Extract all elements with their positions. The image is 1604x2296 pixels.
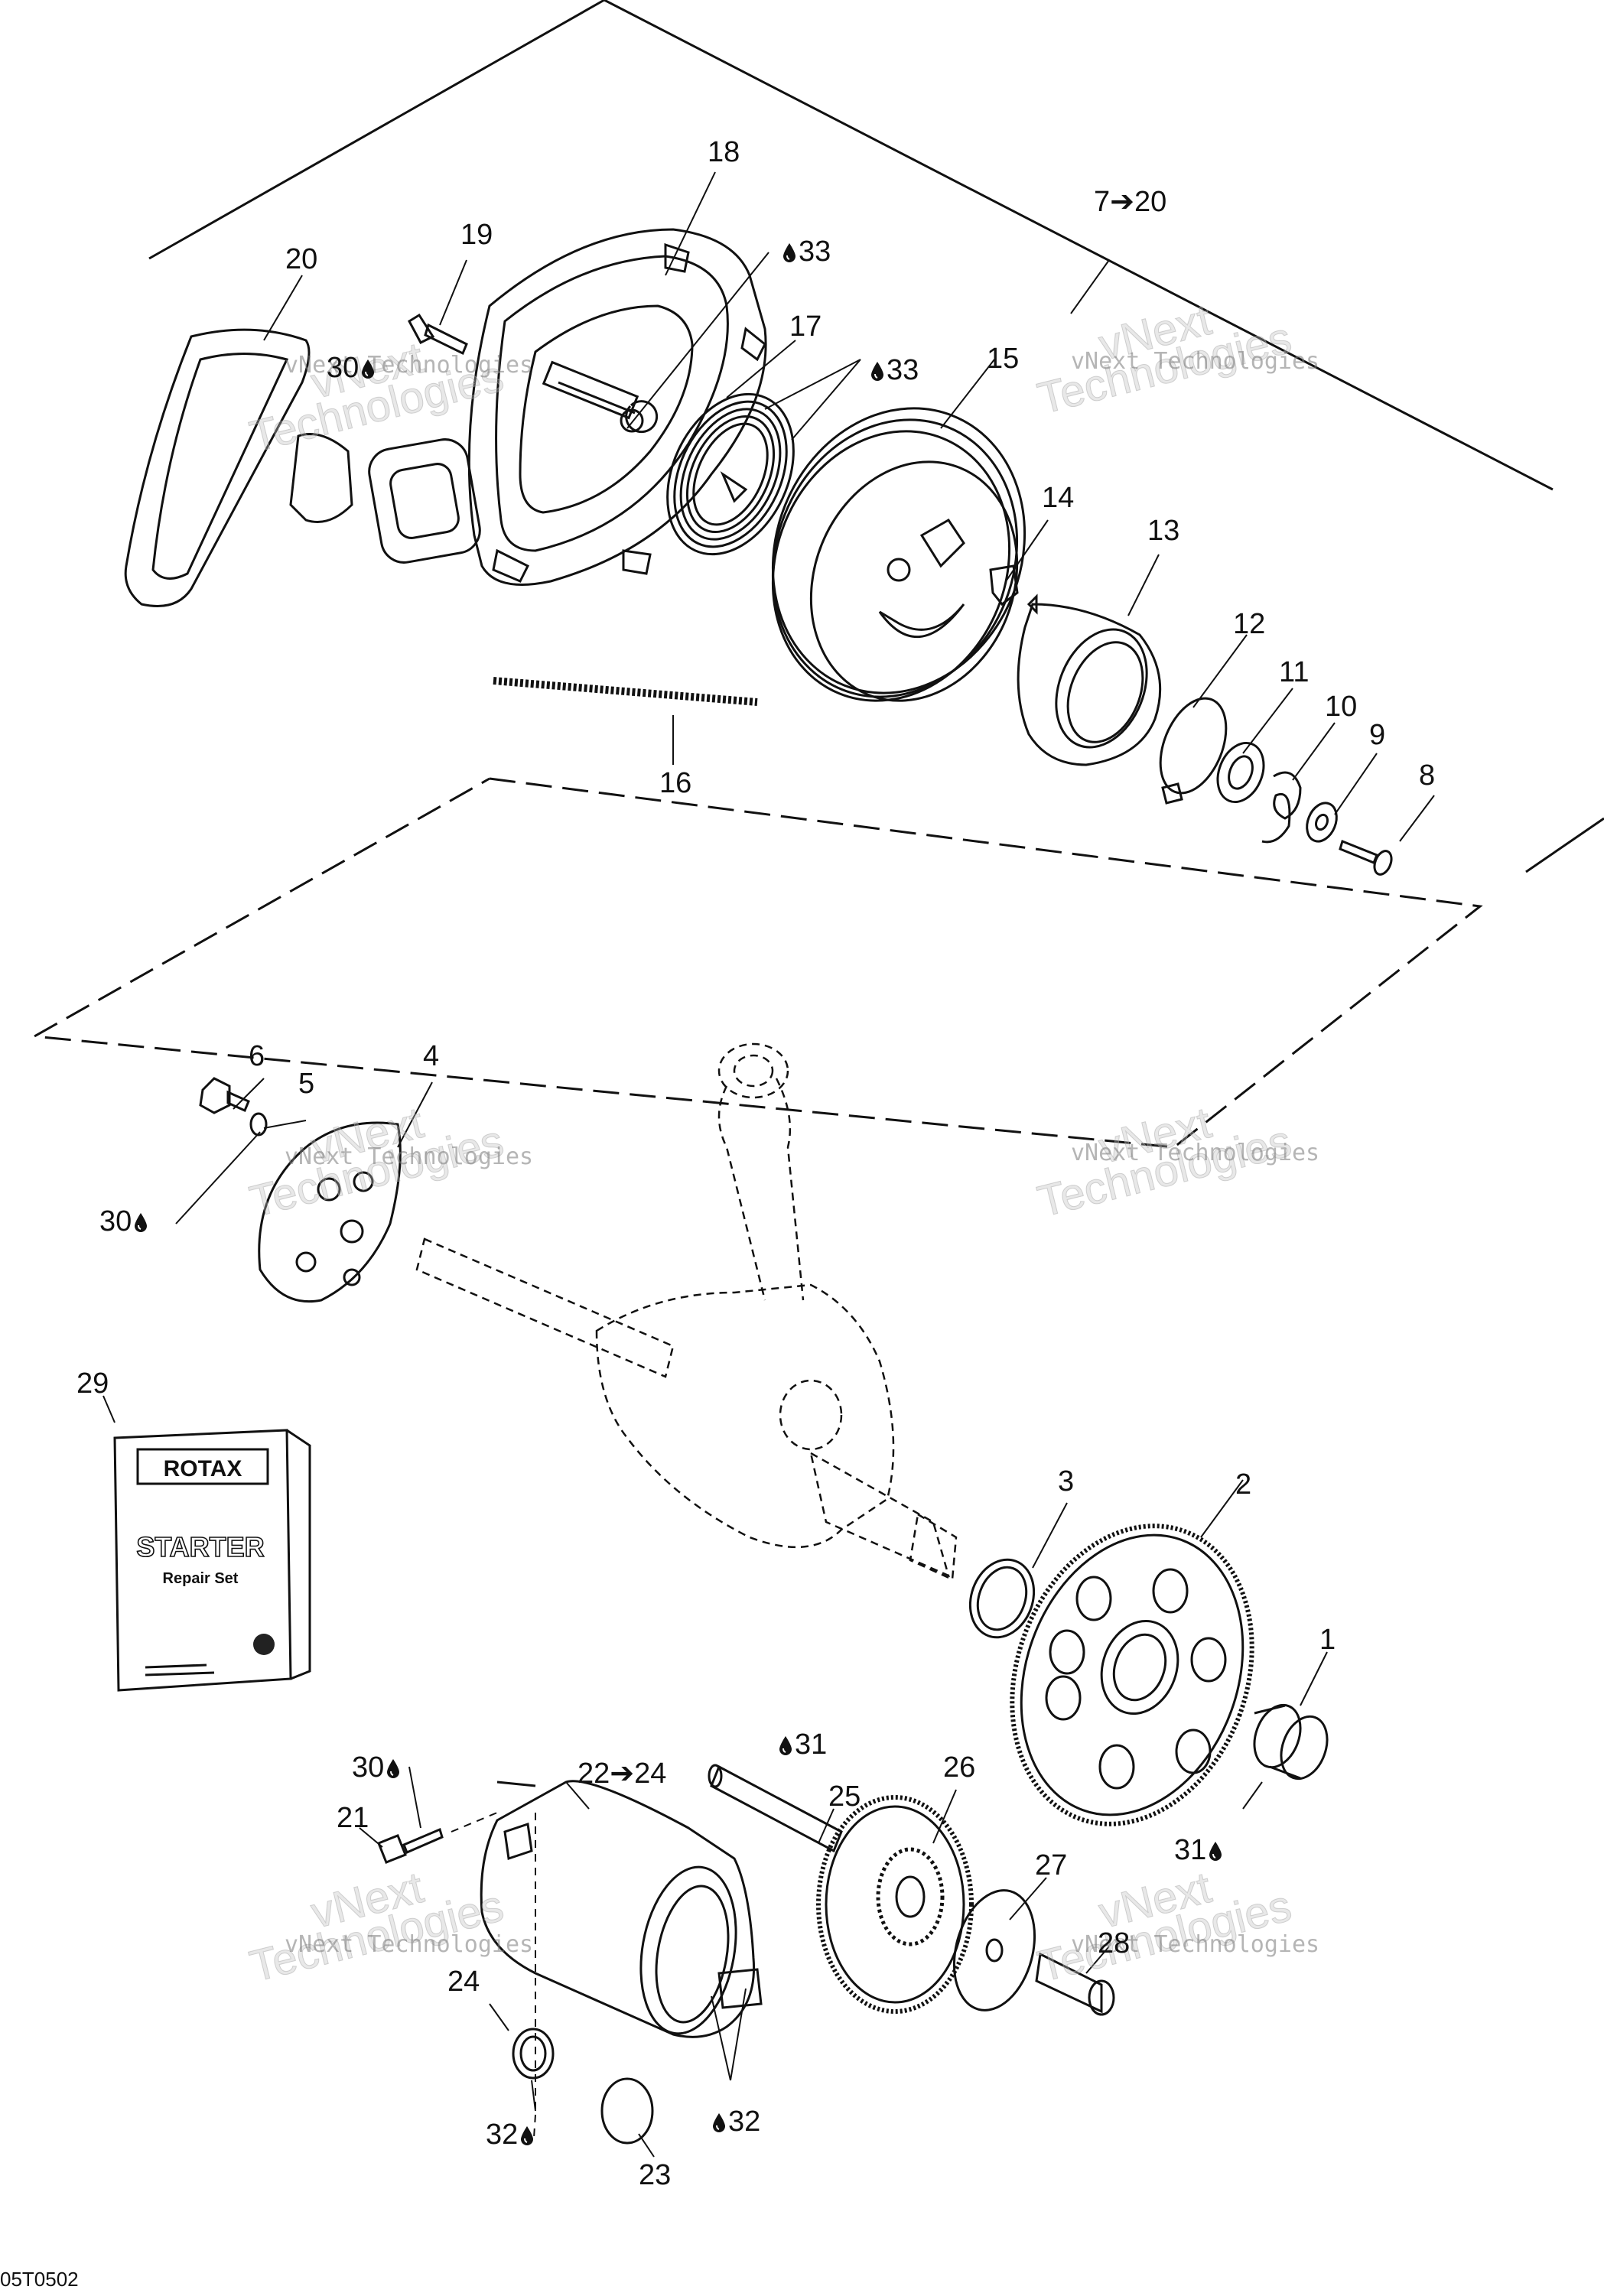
callout-4: 4: [423, 1040, 440, 1072]
part-21-screw: [377, 1827, 444, 1864]
callout-18: 18: [708, 136, 740, 168]
part-28-bushing: [1035, 1952, 1115, 2016]
lubricant-drop-icon: [1209, 1842, 1222, 1861]
part-1-bearing: [1253, 1703, 1329, 1781]
callout-33-b: 33: [868, 356, 919, 385]
watermark-small-5: vNext Technologies: [285, 1931, 534, 1958]
watermark-small-4: vNext Technologies: [1071, 1140, 1320, 1166]
callout-30-a: 30: [327, 353, 377, 382]
part-13-pawl-lock: [1017, 594, 1162, 766]
callout-22-24: 22➔24: [578, 1758, 667, 1790]
callout-33-a: 33: [780, 237, 831, 266]
part-6-bolt: [199, 1077, 250, 1114]
callout-26: 26: [943, 1751, 976, 1784]
part-12-plate: [1159, 697, 1228, 805]
book-brand: ROTAX: [164, 1456, 242, 1481]
book-logo-icon: [253, 1634, 275, 1655]
watermark-small-2: vNext Technologies: [1071, 348, 1320, 375]
part-4-plate: [258, 1121, 402, 1303]
watermark-small-1: vNext Technologies: [285, 352, 534, 379]
callout-13: 13: [1147, 515, 1180, 547]
part-16-rope: [493, 677, 758, 706]
lubricant-drop-icon: [871, 362, 883, 381]
callout-21: 21: [337, 1802, 369, 1834]
group-frame-upper: [148, 0, 1604, 873]
book-subtitle: Repair Set: [163, 1570, 239, 1587]
part-9-washer: [1306, 802, 1338, 843]
part-2-gear: [1010, 1524, 1254, 1826]
callout-30-c: 30: [352, 1753, 402, 1782]
group-frame-lower: [31, 777, 1483, 1149]
callout-25: 25: [828, 1781, 861, 1813]
callout-15: 15: [987, 343, 1020, 375]
callout-19: 19: [460, 219, 493, 251]
part-23-oring: [600, 2077, 654, 2145]
part-25-shaft: [708, 1764, 843, 1853]
lubricant-drop-icon: [783, 243, 795, 262]
callout-8: 8: [1419, 759, 1436, 792]
callout-6: 6: [249, 1040, 265, 1072]
callout-16: 16: [659, 767, 692, 799]
lubricant-drop-icon: [362, 359, 375, 379]
part-8-screw: [1339, 839, 1393, 876]
lubricant-drop-icon: [387, 1759, 400, 1778]
lubricant-drop-icon: [713, 2113, 725, 2132]
callout-10: 10: [1325, 691, 1358, 723]
callout-32-a: 32: [486, 2120, 536, 2149]
leader-lines: [102, 171, 1435, 2158]
callout-31-b: 31: [1174, 1836, 1225, 1865]
callout-12: 12: [1233, 608, 1266, 640]
part-29-repair-book: ROTAX STARTER Repair Set: [113, 1429, 311, 1692]
callout-29: 29: [76, 1368, 109, 1400]
book-title: STARTER: [136, 1531, 264, 1563]
callout-3: 3: [1058, 1465, 1075, 1498]
part-19-screw: [408, 313, 468, 356]
crankshaft-reference: [415, 1042, 958, 1581]
callout-5: 5: [298, 1068, 315, 1100]
callout-20: 20: [285, 243, 318, 275]
callout-1: 1: [1319, 1624, 1336, 1656]
lubricant-drop-icon: [135, 1213, 148, 1232]
callout-14: 14: [1042, 482, 1075, 514]
callout-7-20: 7➔20: [1094, 186, 1167, 218]
callout-32-b: 32: [710, 2107, 760, 2136]
callout-30-b: 30: [99, 1207, 150, 1236]
part-24-oring: [512, 2028, 555, 2080]
diagram-reference-code: 05T0502: [0, 2268, 79, 2291]
callout-2: 2: [1235, 1468, 1252, 1501]
watermark-small-3: vNext Technologies: [285, 1143, 534, 1170]
part-26-gear: [816, 1795, 974, 2014]
callout-31-a: 31: [776, 1730, 827, 1759]
part-11-washer: [1216, 741, 1265, 804]
callout-11: 11: [1279, 656, 1310, 688]
part-27-washer: [952, 1889, 1036, 2011]
part-5-washer: [249, 1112, 268, 1137]
part-3-oring: [968, 1558, 1036, 1639]
callout-24: 24: [447, 1966, 480, 1998]
part-20-insert: [368, 438, 481, 564]
part-20-handle: [124, 328, 353, 607]
part-17-spring: [666, 392, 795, 556]
callout-9: 9: [1369, 719, 1386, 751]
callout-27: 27: [1035, 1849, 1068, 1881]
lubricant-drop-icon: [779, 1736, 792, 1755]
callout-17: 17: [789, 311, 822, 343]
watermark-small-6: vNext Technologies: [1071, 1931, 1320, 1958]
lubricant-drop-icon: [521, 2126, 534, 2145]
part-10-clip: [1261, 771, 1302, 844]
part-14-pawl: [989, 564, 1019, 607]
part-22-starter-motor: [480, 1780, 763, 2038]
callout-23: 23: [639, 2159, 672, 2191]
callout-28: 28: [1098, 1927, 1131, 1959]
